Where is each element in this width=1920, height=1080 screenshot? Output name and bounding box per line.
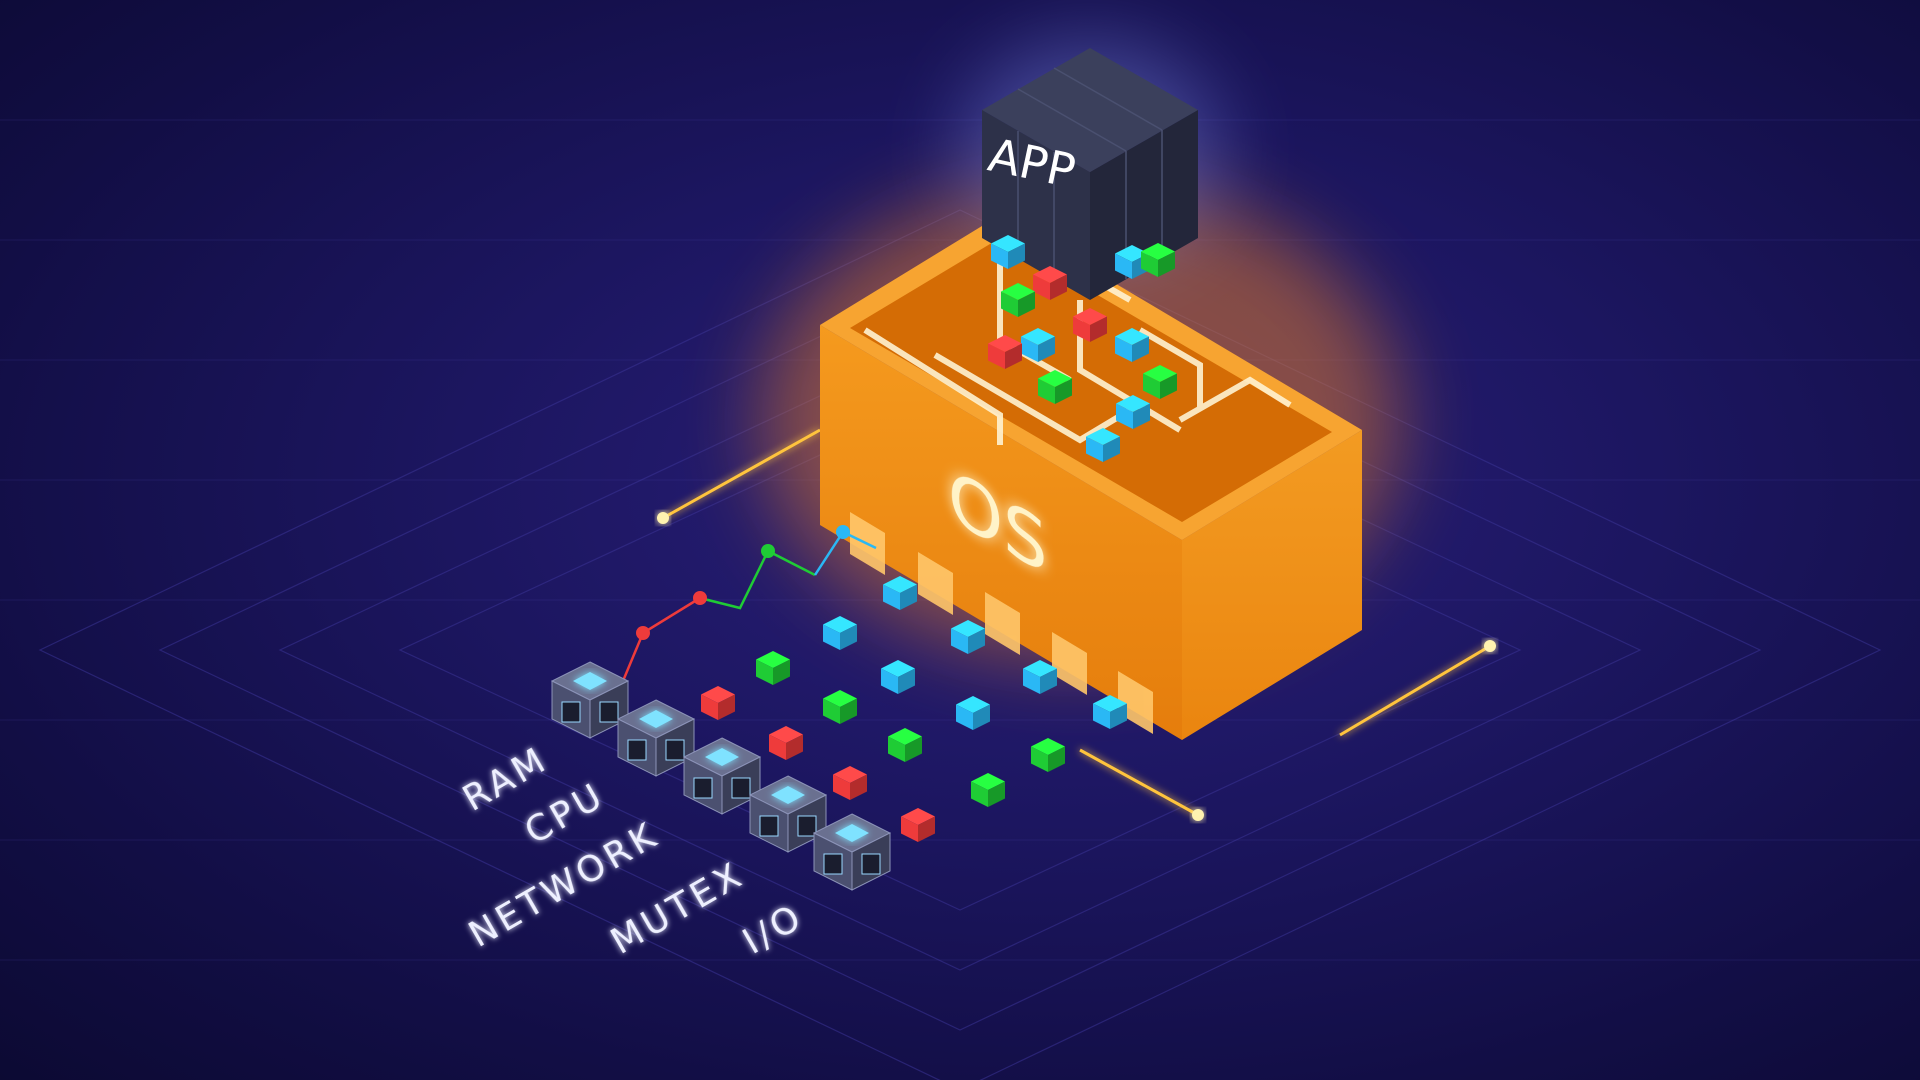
resource-chip-4 — [748, 775, 828, 853]
data-cube — [1116, 395, 1150, 429]
resource-chip-2 — [616, 699, 696, 777]
data-cube — [971, 773, 1005, 807]
resource-chip-5 — [812, 813, 892, 891]
os-box: OS — [820, 215, 1362, 740]
graph-point — [693, 591, 707, 605]
glow-lines — [662, 428, 1491, 817]
resource-chip-3 — [682, 737, 762, 815]
graph-segment-green — [699, 549, 816, 610]
data-cube — [823, 690, 857, 724]
data-cube — [883, 576, 917, 610]
data-cube — [1115, 245, 1149, 279]
data-cube — [1031, 738, 1065, 772]
glow-dot — [657, 512, 669, 524]
data-cube — [769, 726, 803, 760]
data-cube — [756, 651, 790, 685]
os-ports — [850, 512, 1153, 734]
graph-point — [761, 544, 775, 558]
data-cube — [881, 660, 915, 694]
data-cube — [1086, 428, 1120, 462]
data-cube — [1033, 266, 1067, 300]
data-cube — [888, 728, 922, 762]
os-box-right-face — [1182, 430, 1362, 740]
data-cube — [833, 766, 867, 800]
data-cube — [1141, 243, 1175, 277]
resource-chips — [550, 661, 892, 891]
graph-point — [636, 626, 650, 640]
data-cube — [1073, 308, 1107, 342]
data-cube — [956, 696, 990, 730]
graph-segment-red — [616, 596, 701, 694]
data-cube — [1115, 328, 1149, 362]
data-cube — [1023, 660, 1057, 694]
data-cube — [1001, 283, 1035, 317]
usage-graph — [616, 525, 877, 694]
resource-cubes — [701, 235, 1177, 842]
data-cube — [901, 808, 935, 842]
glow-dot — [1484, 640, 1496, 652]
resource-label-io: I/O — [736, 896, 811, 963]
graph-point — [836, 525, 850, 539]
data-cube — [1021, 328, 1055, 362]
data-cube — [951, 620, 985, 654]
data-cube — [1093, 695, 1127, 729]
os-box-left-face — [820, 325, 1182, 740]
data-cube — [701, 686, 735, 720]
data-cube — [991, 235, 1025, 269]
data-cube — [1143, 365, 1177, 399]
data-cube — [823, 616, 857, 650]
background-platform — [38, 209, 1882, 1080]
data-cube — [988, 335, 1022, 369]
data-cube — [1038, 370, 1072, 404]
resource-chip-1 — [550, 661, 630, 739]
glow-dot — [1192, 809, 1204, 821]
